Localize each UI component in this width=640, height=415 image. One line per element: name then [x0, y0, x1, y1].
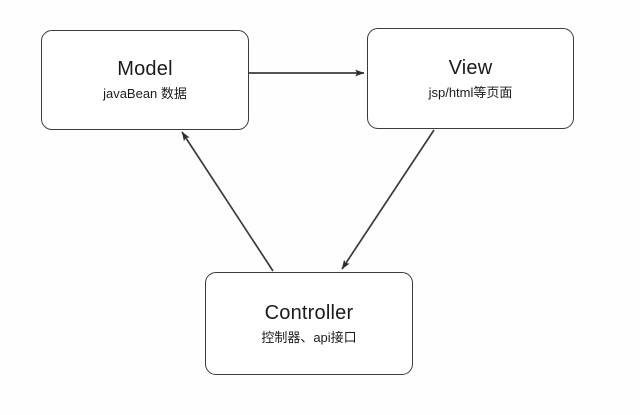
- node-view[interactable]: View jsp/html等页面: [367, 28, 574, 129]
- edge-view-to-controller: [341, 129, 435, 270]
- node-controller-title: Controller: [264, 301, 354, 324]
- node-model-subtitle: javaBean 数据: [103, 86, 187, 101]
- node-controller-subtitle: 控制器、api接口: [261, 329, 357, 345]
- node-controller[interactable]: Controller 控制器、api接口: [205, 272, 413, 375]
- node-view-subtitle: jsp/html等页面: [428, 84, 513, 100]
- node-model[interactable]: Model javaBean 数据: [41, 30, 249, 130]
- node-model-title: Model: [117, 58, 173, 80]
- edge-controller-to-model: [181, 131, 274, 272]
- node-view-title: View: [448, 56, 493, 79]
